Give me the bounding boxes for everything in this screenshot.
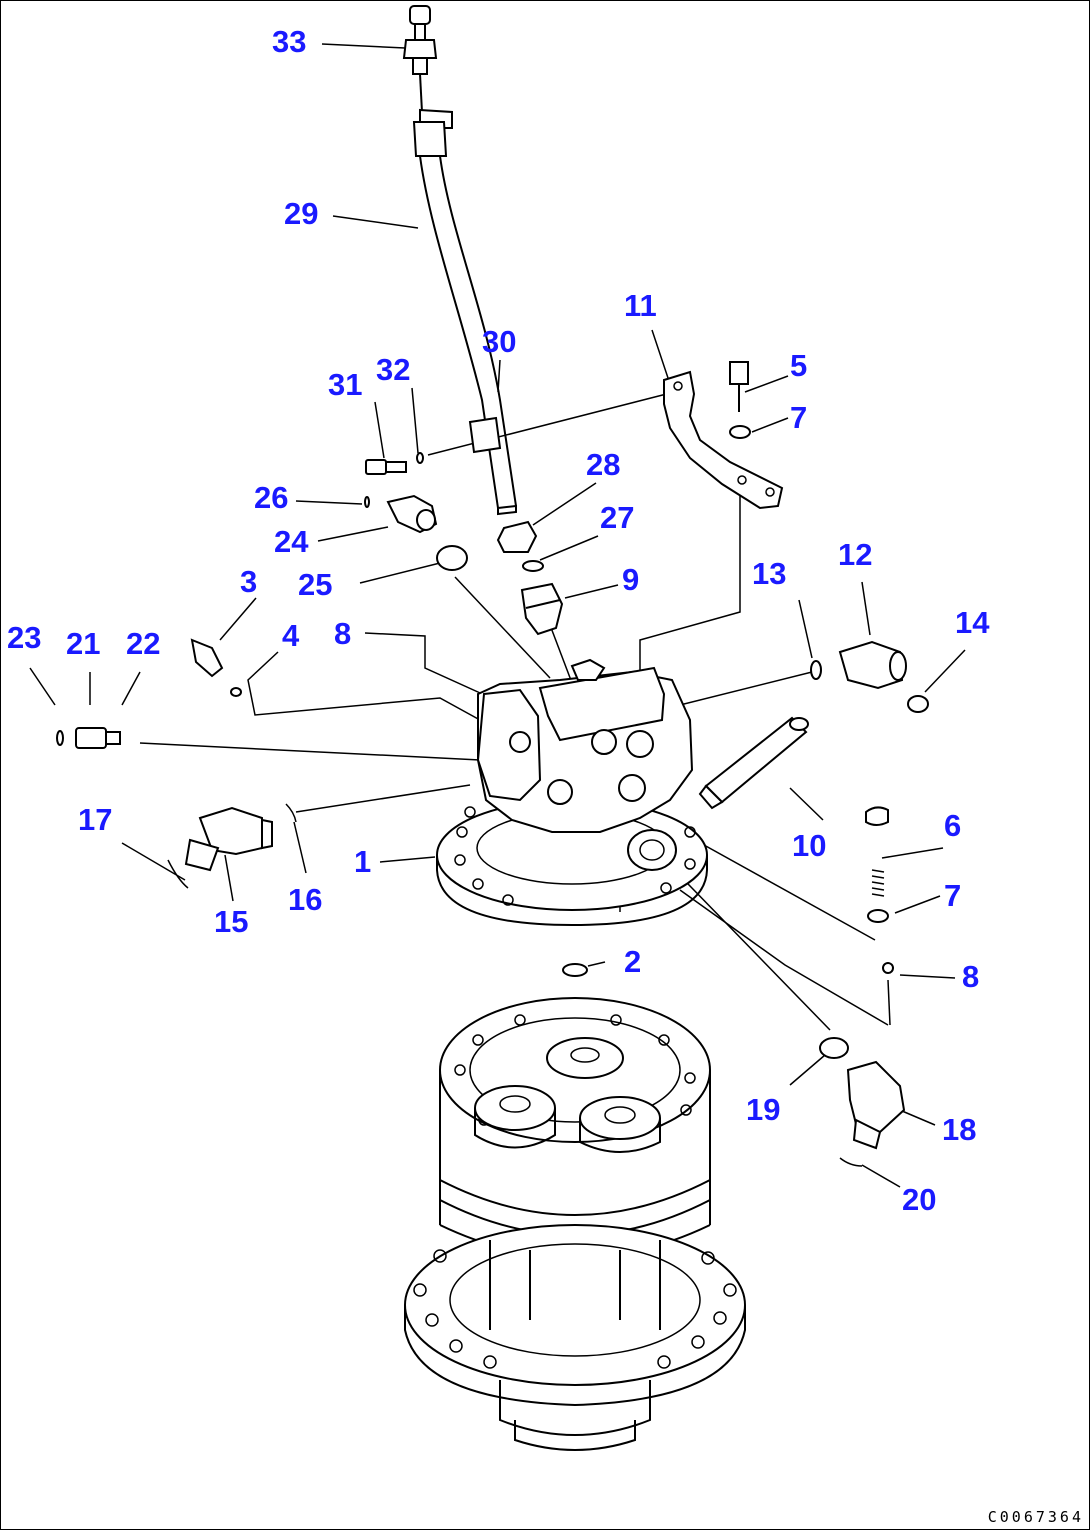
callout-25: 25	[298, 567, 333, 602]
callout-32: 32	[376, 352, 411, 387]
callout-3: 3	[240, 564, 258, 599]
pipe-part	[698, 716, 894, 974]
breather-cap-part	[402, 5, 438, 113]
callout-20: 20	[902, 1182, 937, 1217]
callout-13: 13	[752, 556, 787, 591]
callout-11: 11	[624, 288, 657, 323]
small-fittings-upper	[364, 452, 564, 636]
callout-19: 19	[746, 1092, 781, 1127]
right-fittings	[810, 640, 929, 713]
callout-28: 28	[586, 447, 621, 482]
callout-10: 10	[792, 828, 827, 863]
callout-31: 31	[328, 367, 363, 402]
callout-17: 17	[78, 802, 113, 837]
elbow-fitting-right	[819, 1037, 906, 1167]
bracket-part	[663, 361, 784, 510]
callout-7-top: 7	[790, 400, 808, 435]
left-fittings	[56, 638, 242, 749]
callout-16: 16	[288, 882, 323, 917]
drawing-code: C0067364	[987, 1508, 1084, 1526]
callout-5: 5	[790, 348, 808, 383]
lower-flange-holes	[413, 1249, 737, 1369]
gear-housing-part	[404, 997, 746, 1451]
swing-motor-part	[436, 658, 708, 977]
callout-27: 27	[600, 500, 635, 535]
callout-8-left: 8	[334, 616, 352, 651]
callout-8-right: 8	[962, 959, 980, 994]
callout-22: 22	[126, 626, 161, 661]
callout-12: 12	[838, 537, 873, 572]
callout-26: 26	[254, 480, 289, 515]
callout-2: 2	[624, 944, 642, 979]
callout-9: 9	[622, 562, 640, 597]
elbow-fitting-left	[167, 803, 297, 889]
callout-23: 23	[7, 620, 42, 655]
callout-18: 18	[942, 1112, 977, 1147]
callout-30: 30	[482, 324, 517, 359]
callout-15: 15	[214, 904, 249, 939]
housing-holes	[454, 1014, 696, 1126]
callout-24: 24	[274, 524, 309, 559]
callout-4: 4	[282, 618, 300, 653]
callout-1: 1	[354, 844, 372, 879]
callout-14: 14	[955, 605, 990, 640]
flange-holes	[454, 806, 696, 906]
hose-part	[412, 108, 517, 516]
callout-29: 29	[284, 196, 319, 231]
callout-21: 21	[66, 626, 101, 661]
callout-6: 6	[944, 808, 962, 843]
callout-33: 33	[272, 24, 307, 59]
callout-7-bottom: 7	[944, 878, 962, 913]
